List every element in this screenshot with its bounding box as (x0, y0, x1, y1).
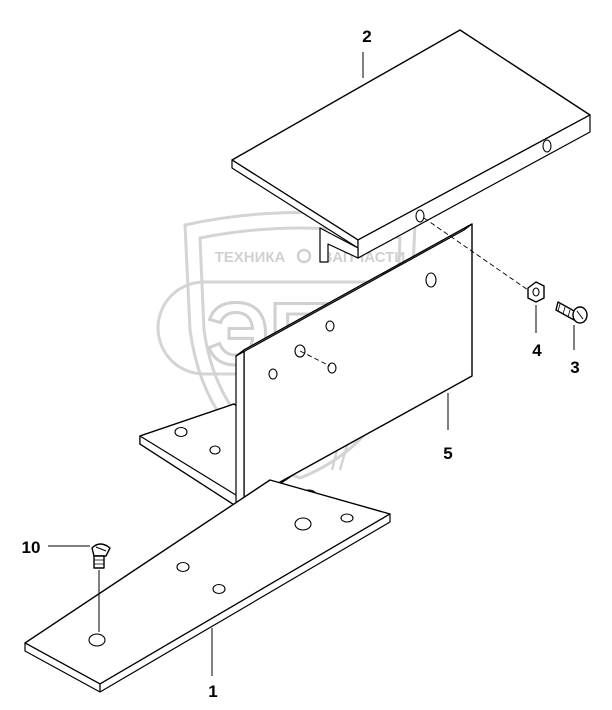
callout-4: 4 (532, 341, 542, 360)
angle-bracket-part-5 (139, 223, 473, 509)
cover-top-face (231, 29, 591, 241)
bracket-web-edge (235, 349, 245, 507)
flange-hole (209, 445, 221, 455)
cover-hole (542, 139, 552, 153)
cover-angle-part-2 (231, 29, 591, 263)
cover-down-leg (319, 227, 359, 263)
callouts: 2 4 3 5 10 1 (22, 27, 580, 701)
watermark-brand-left: ТЕХНИКА (215, 249, 286, 266)
bolt-part-3 (555, 301, 588, 324)
web-hole (425, 272, 437, 288)
web-hole (268, 368, 278, 380)
base-plate-side (99, 513, 391, 693)
assembly-lines (299, 217, 529, 367)
web-hole (327, 362, 337, 374)
leader-lines (48, 52, 575, 676)
watermark-brand-right: ЗАПЧАСТИ (323, 249, 405, 266)
watermark-gear-icon (296, 248, 312, 264)
web-hole (325, 320, 335, 332)
bracket-web-top (235, 223, 473, 357)
plate-hole (294, 517, 312, 531)
plate-hole (88, 633, 106, 647)
countersunk-screw-part-10 (91, 543, 111, 632)
base-plate-top (24, 479, 391, 685)
plate-hole (176, 561, 190, 573)
base-plate-part-1 (24, 479, 391, 693)
plate-hole (340, 513, 354, 523)
plate-hole (212, 583, 226, 595)
flange-hole (174, 426, 188, 438)
nut-part-4 (527, 281, 545, 303)
callout-5: 5 (443, 444, 452, 463)
callout-1: 1 (208, 682, 217, 701)
callout-3: 3 (570, 358, 579, 377)
cover-hole (415, 209, 425, 223)
callout-2: 2 (362, 27, 371, 46)
callout-10: 10 (22, 538, 41, 557)
